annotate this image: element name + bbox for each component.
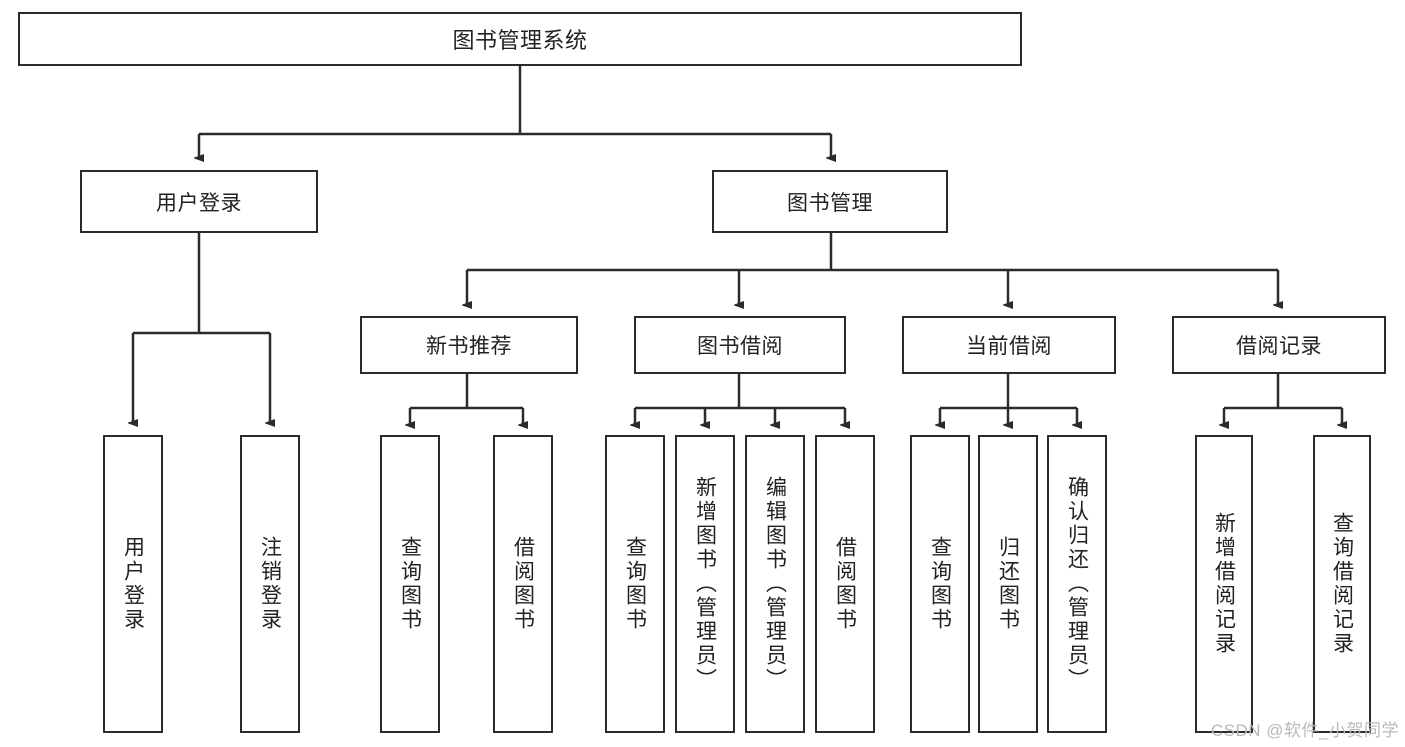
leaf-current-confirm-return-admin[interactable]: 确认归还（管理员） — [1047, 435, 1107, 733]
leaf-label: 编辑图书（管理员） — [763, 476, 787, 692]
leaf-label: 查询图书 — [398, 536, 422, 632]
leaf-label: 查询图书 — [928, 536, 952, 632]
leaf-current-return-book[interactable]: 归还图书 — [978, 435, 1038, 733]
node-user-login[interactable]: 用户登录 — [80, 170, 318, 233]
leaf-user-login-signin[interactable]: 用户登录 — [103, 435, 163, 733]
leaf-records-add-record[interactable]: 新增借阅记录 — [1195, 435, 1253, 733]
leaf-records-query-record[interactable]: 查询借阅记录 — [1313, 435, 1371, 733]
leaf-borrow-edit-book-admin[interactable]: 编辑图书（管理员） — [745, 435, 805, 733]
node-root-system[interactable]: 图书管理系统 — [18, 12, 1022, 66]
leaf-label: 借阅图书 — [511, 536, 535, 632]
leaf-user-login-signout[interactable]: 注销登录 — [240, 435, 300, 733]
node-book-borrow[interactable]: 图书借阅 — [634, 316, 846, 374]
leaf-borrow-borrow-book[interactable]: 借阅图书 — [815, 435, 875, 733]
leaf-label: 新增图书（管理员） — [693, 476, 717, 692]
node-current-borrow[interactable]: 当前借阅 — [902, 316, 1116, 374]
leaf-label: 用户登录 — [121, 536, 145, 632]
leaf-label: 查询借阅记录 — [1330, 512, 1354, 656]
csdn-watermark: CSDN @软件_小贺同学 — [1210, 721, 1399, 740]
leaf-borrow-add-book-admin[interactable]: 新增图书（管理员） — [675, 435, 735, 733]
leaf-label: 确认归还（管理员） — [1065, 476, 1089, 692]
leaf-new-book-borrow[interactable]: 借阅图书 — [493, 435, 553, 733]
leaf-label: 新增借阅记录 — [1212, 512, 1236, 656]
leaf-label: 归还图书 — [996, 536, 1020, 632]
node-borrow-records[interactable]: 借阅记录 — [1172, 316, 1386, 374]
node-new-book-recommendation[interactable]: 新书推荐 — [360, 316, 578, 374]
leaf-current-query-book[interactable]: 查询图书 — [910, 435, 970, 733]
node-book-management[interactable]: 图书管理 — [712, 170, 948, 233]
leaf-new-book-query[interactable]: 查询图书 — [380, 435, 440, 733]
leaf-label: 借阅图书 — [833, 536, 857, 632]
leaf-label: 查询图书 — [623, 536, 647, 632]
leaf-borrow-query-book[interactable]: 查询图书 — [605, 435, 665, 733]
leaf-label: 注销登录 — [258, 536, 282, 632]
